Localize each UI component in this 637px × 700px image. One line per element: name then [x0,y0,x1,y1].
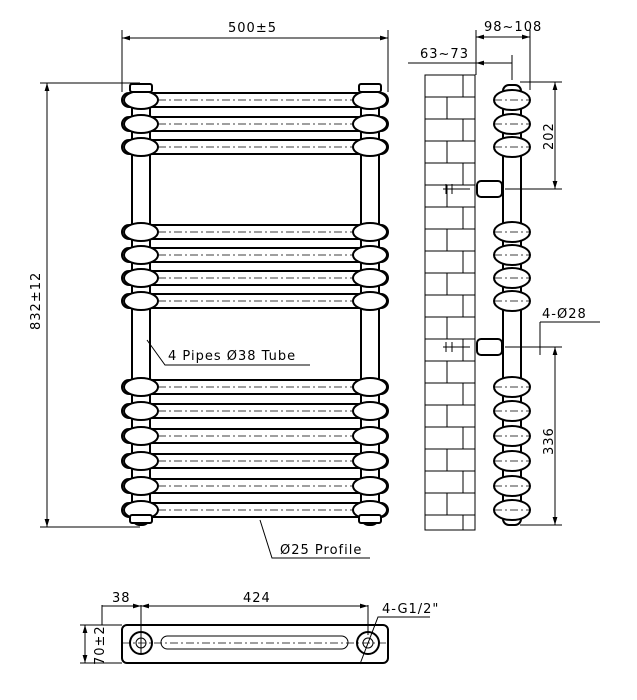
side-rail [493,113,531,135]
dim-bottom-to-bracket: 336 [542,427,557,455]
dim-bracket-fixing: 4-Ø28 [542,307,587,322]
label-profile: Ø25 Profile [280,543,362,558]
side-rail [493,244,531,266]
rail [121,451,389,471]
rail [121,291,389,311]
wall-bracket-top [443,180,503,198]
dim-connection: 4-G1/2" [382,602,439,617]
wall-bracket-bottom [443,338,503,356]
front-view [121,83,389,526]
side-rail [493,475,531,497]
rail [121,245,389,265]
wall [424,74,476,531]
side-rail [493,499,531,521]
side-rail [493,450,531,472]
rail [121,476,389,496]
side-rail [493,376,531,398]
rail [121,114,389,134]
side-rail [493,136,531,158]
side-rail [493,267,531,289]
dim-plan-depth: 70±2 [93,625,108,665]
dim-plan-centers: 424 [243,591,271,606]
end-cap [129,83,153,93]
dim-wall-to-center: 63~73 [420,47,469,62]
side-view [424,74,531,531]
rail [121,137,389,157]
end-cap [129,514,153,524]
rail [121,377,389,397]
side-rail [493,425,531,447]
dim-plan-offset: 38 [112,591,131,606]
rail [121,268,389,288]
side-rail [493,400,531,422]
side-rail [493,290,531,312]
side-rail [493,221,531,243]
dim-width: 500±5 [228,21,277,36]
dim-top-to-bracket: 202 [542,122,557,150]
plan-view [80,603,430,665]
side-rail [493,89,531,111]
dim-wall-to-front: 98~108 [484,20,542,35]
rail [121,500,389,520]
rail [121,90,389,110]
dimension-lines [40,30,600,559]
rail [121,222,389,242]
dim-height: 832±12 [29,272,44,330]
end-cap [358,83,382,93]
label-pipes: 4 Pipes Ø38 Tube [168,349,296,364]
rail [121,401,389,421]
rail [121,426,389,446]
end-cap [358,514,382,524]
